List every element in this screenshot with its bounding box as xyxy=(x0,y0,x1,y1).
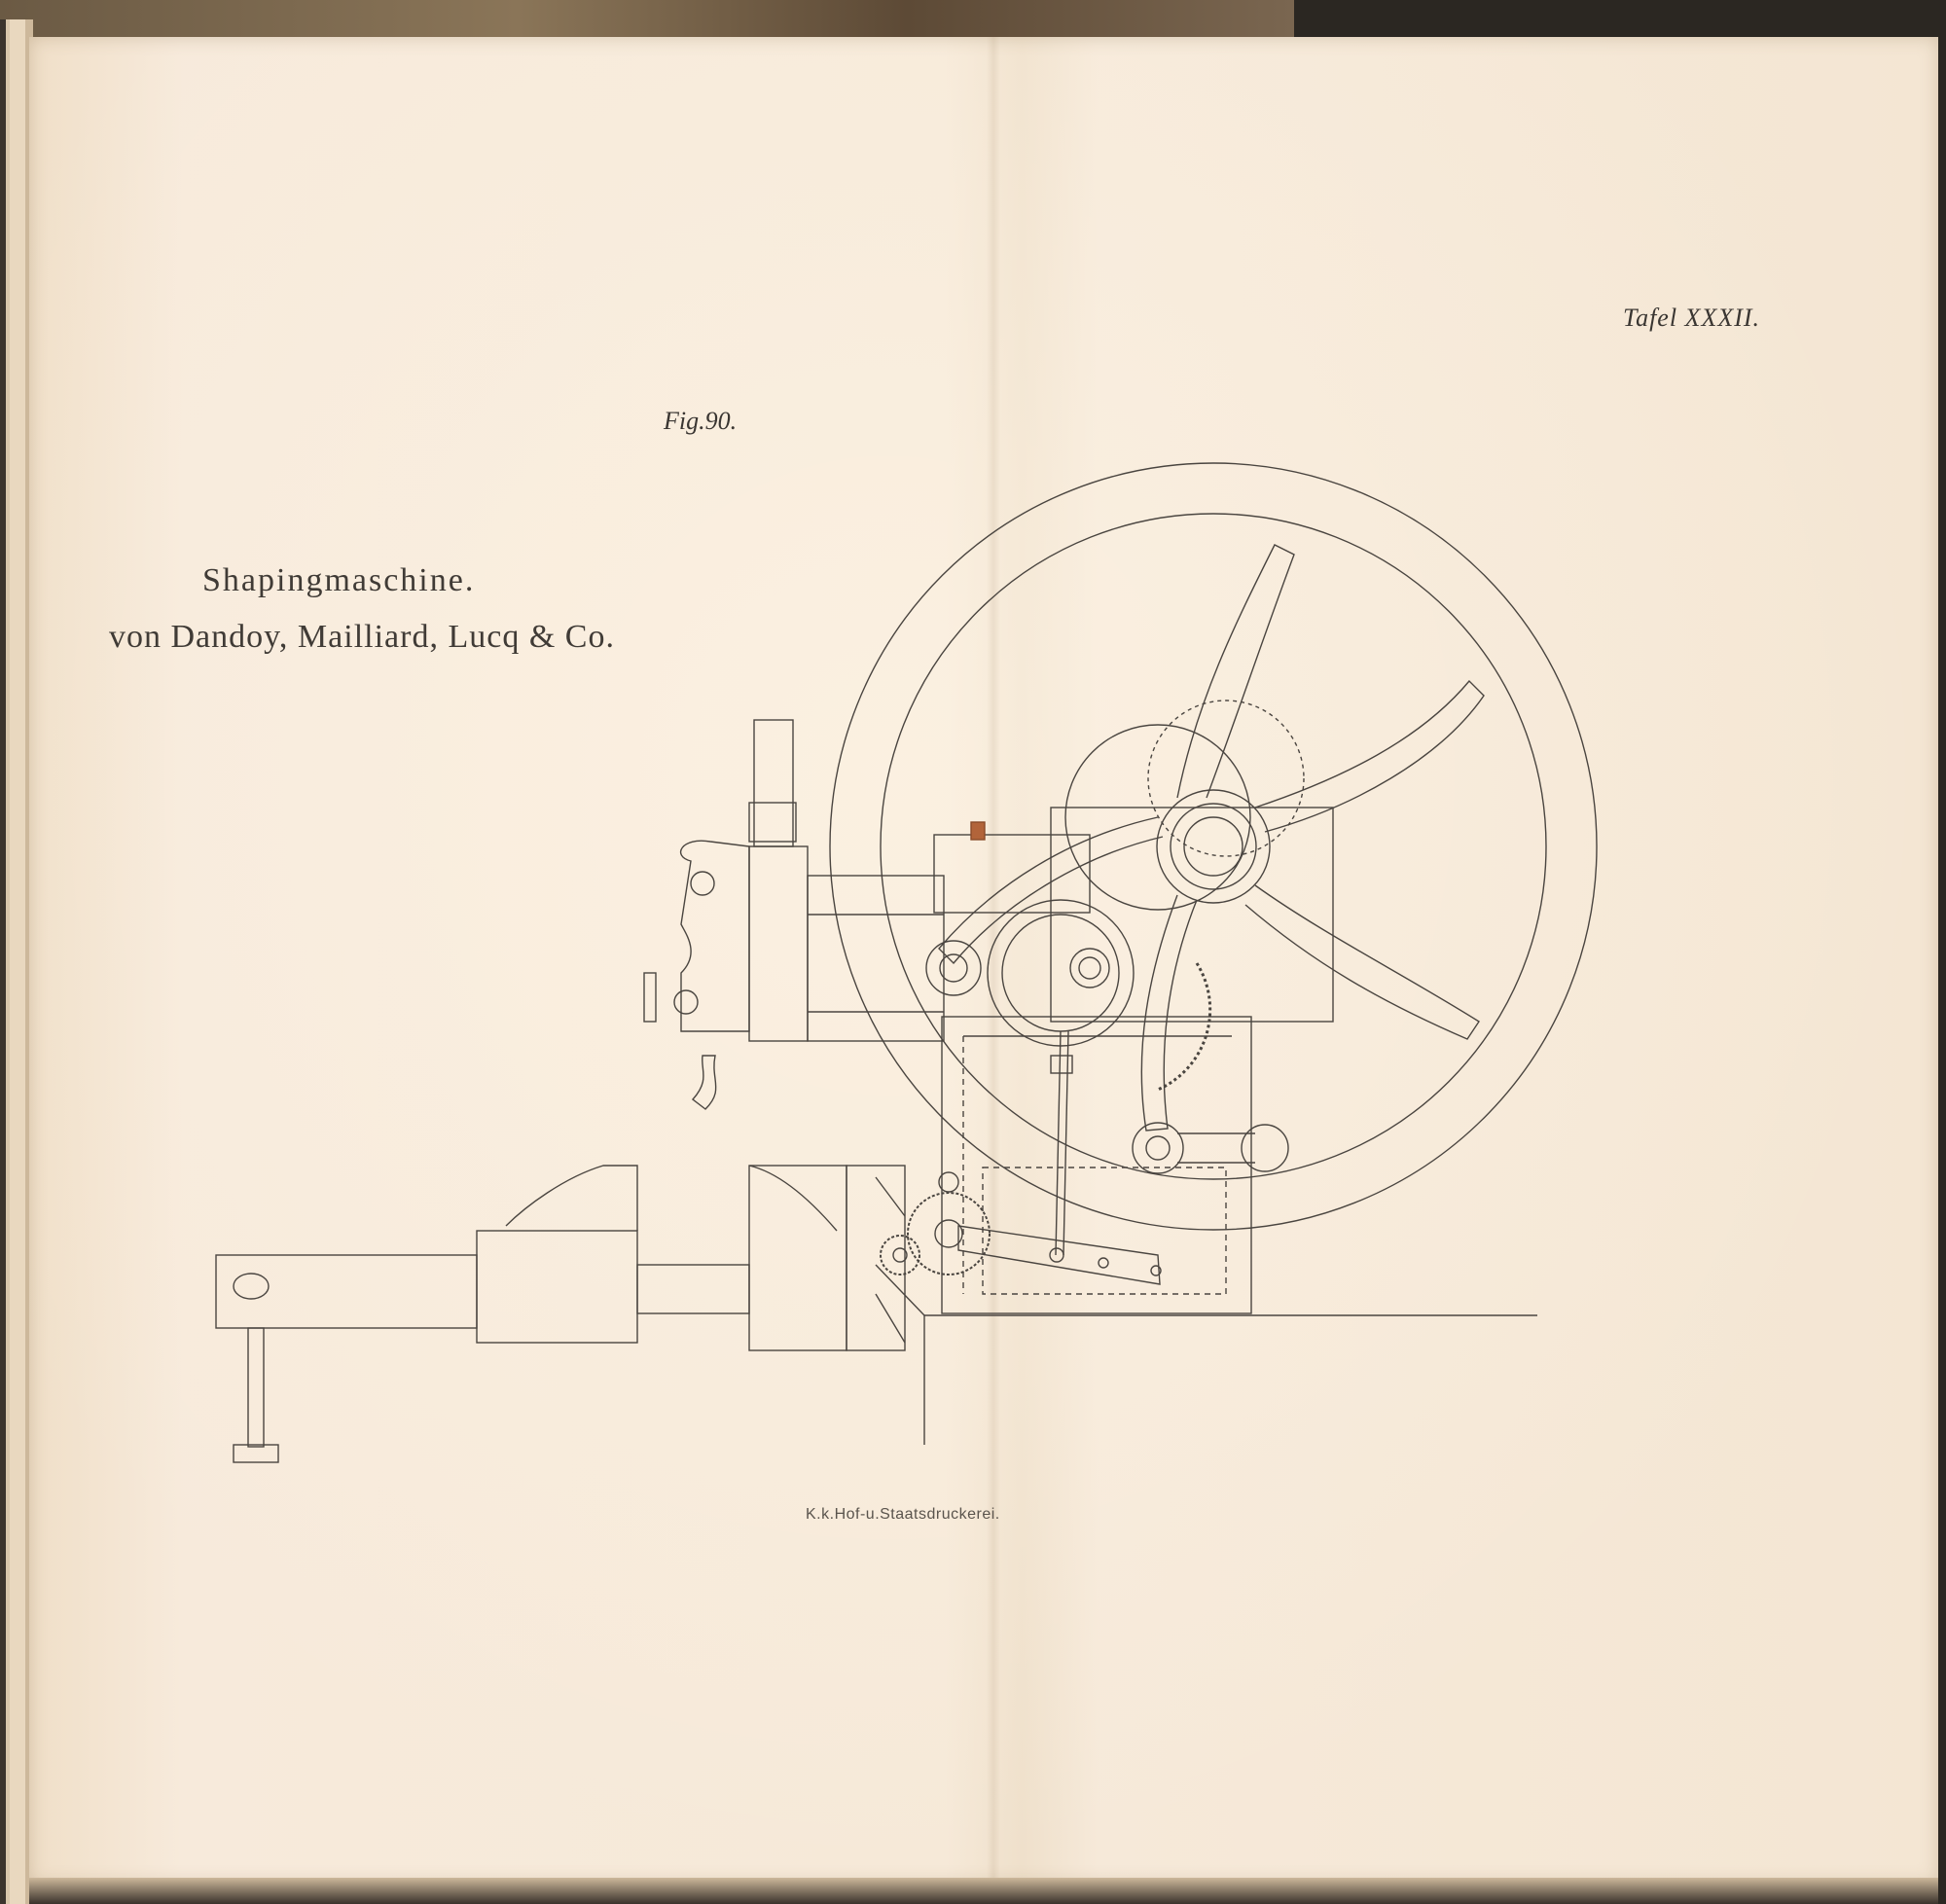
flywheel xyxy=(829,462,1598,1231)
book-bottom-edge xyxy=(29,1878,1938,1904)
page-gutter xyxy=(987,37,1000,1884)
crank-handle xyxy=(1132,1122,1289,1174)
machine-vise xyxy=(476,1165,906,1351)
plate-number: Tafel XXXII. xyxy=(1623,304,1761,332)
figure-label: Fig.90. xyxy=(664,407,738,435)
machine-frame xyxy=(875,1016,1252,1445)
printer-credit: K.k.Hof-u.Staatsdruckerei. xyxy=(806,1506,1000,1523)
feed-gears xyxy=(880,1171,991,1275)
book-cover-edge xyxy=(0,19,33,1904)
oil-cup xyxy=(970,821,986,841)
plate-title: Shapingmaschine. xyxy=(202,562,476,598)
plate-subtitle: von Dandoy, Mailliard, Lucq & Co. xyxy=(109,619,615,655)
plate-page xyxy=(29,37,1938,1884)
connecting-rod xyxy=(957,1030,1162,1285)
tool-head xyxy=(643,719,945,1110)
gear-housing xyxy=(933,700,1334,1023)
table-arm xyxy=(215,1254,478,1463)
book-spine-edge xyxy=(0,0,1294,43)
